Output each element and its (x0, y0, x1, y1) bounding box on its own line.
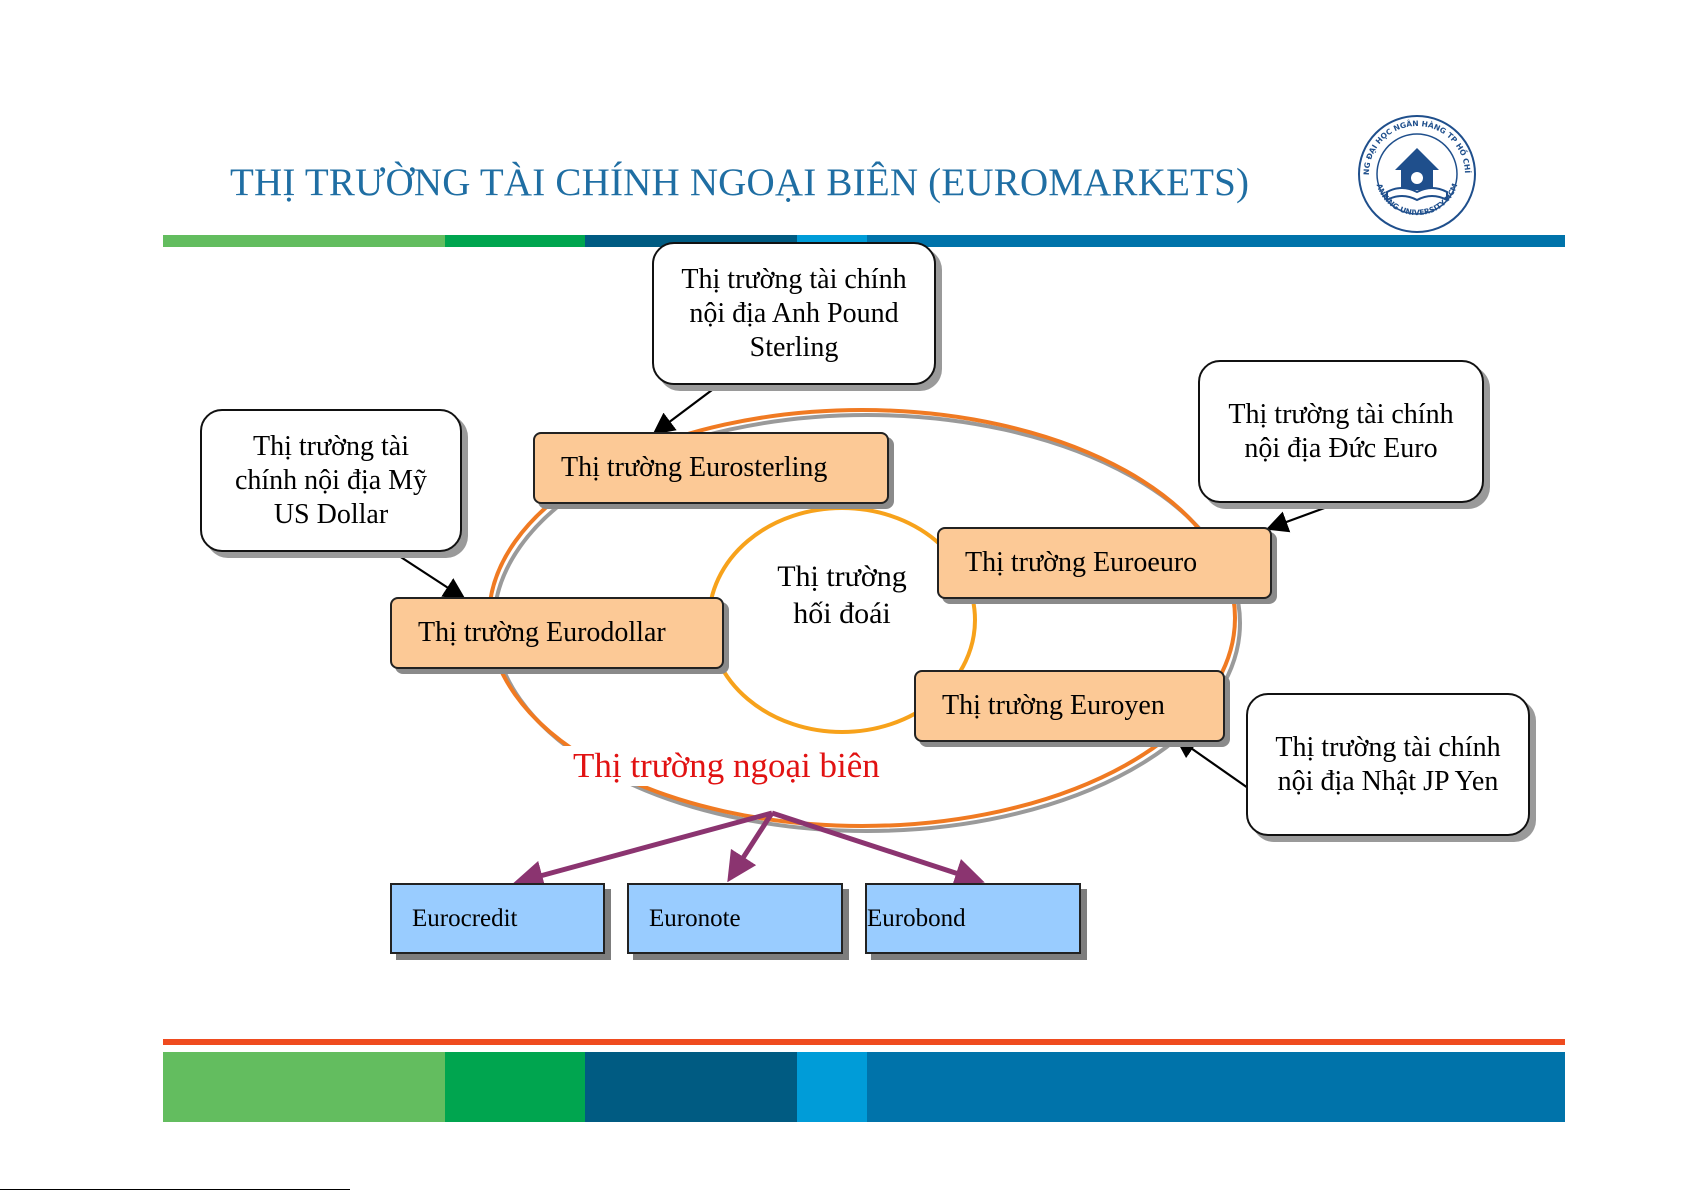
footer-rule (0, 1189, 350, 1190)
footer-red-line (163, 1039, 1565, 1045)
top-color-band (163, 235, 1565, 247)
callout-uk-domestic: Thị trường tài chính nội địa Anh Pound S… (652, 242, 936, 385)
arrow-jp-to-euroyen (1174, 736, 1249, 789)
product-eurocredit: Eurocredit (390, 883, 605, 954)
page-title: THỊ TRƯỜNG TÀI CHÍNH NGOẠI BIÊN (EUROMAR… (230, 161, 1250, 204)
callout-jp-domestic: Thị trường tài chính nội địa Nhật JP Yen (1246, 693, 1530, 836)
arrow-uk-to-eurosterling (652, 383, 721, 435)
band-segment (585, 1052, 797, 1122)
market-euroeuro: Thị trường Euroeuro (937, 527, 1272, 599)
offshore-market-label: Thị trường ngoại biên (557, 746, 896, 786)
market-euroyen: Thị trường Euroyen (914, 670, 1225, 742)
arrow-to-eurobond (771, 810, 985, 888)
bottom-color-band (163, 1052, 1565, 1122)
callout-de-domestic: Thị trường tài chính nội địa Đức Euro (1198, 360, 1484, 503)
inner-circle-label: Thị trường hối đoái (777, 560, 907, 630)
band-segment (445, 1052, 585, 1122)
product-euronote: Euronote (627, 883, 843, 954)
market-eurodollar: Thị trường Eurodollar (390, 597, 724, 669)
band-segment (867, 1052, 1565, 1122)
arrow-de-to-euroeuro (1265, 501, 1339, 533)
band-segment (163, 1052, 445, 1122)
band-segment (445, 235, 585, 247)
band-segment (163, 235, 445, 247)
arrow-us-to-eurodollar (389, 549, 466, 600)
market-eurosterling: Thị trường Eurosterling (533, 432, 889, 504)
band-segment (797, 1052, 867, 1122)
arrow-to-eurocredit (513, 810, 773, 890)
band-segment (867, 235, 1565, 247)
product-eurobond: Eurobond (865, 883, 1081, 954)
arrow-to-euronote (727, 811, 775, 883)
callout-us-domestic: Thị trường tài chính nội địa Mỹ US Dolla… (200, 409, 462, 552)
university-logo: TRƯỜNG ĐẠI HỌC NGÂN HÀNG TP HỒ CHÍ MINH … (1355, 112, 1476, 233)
